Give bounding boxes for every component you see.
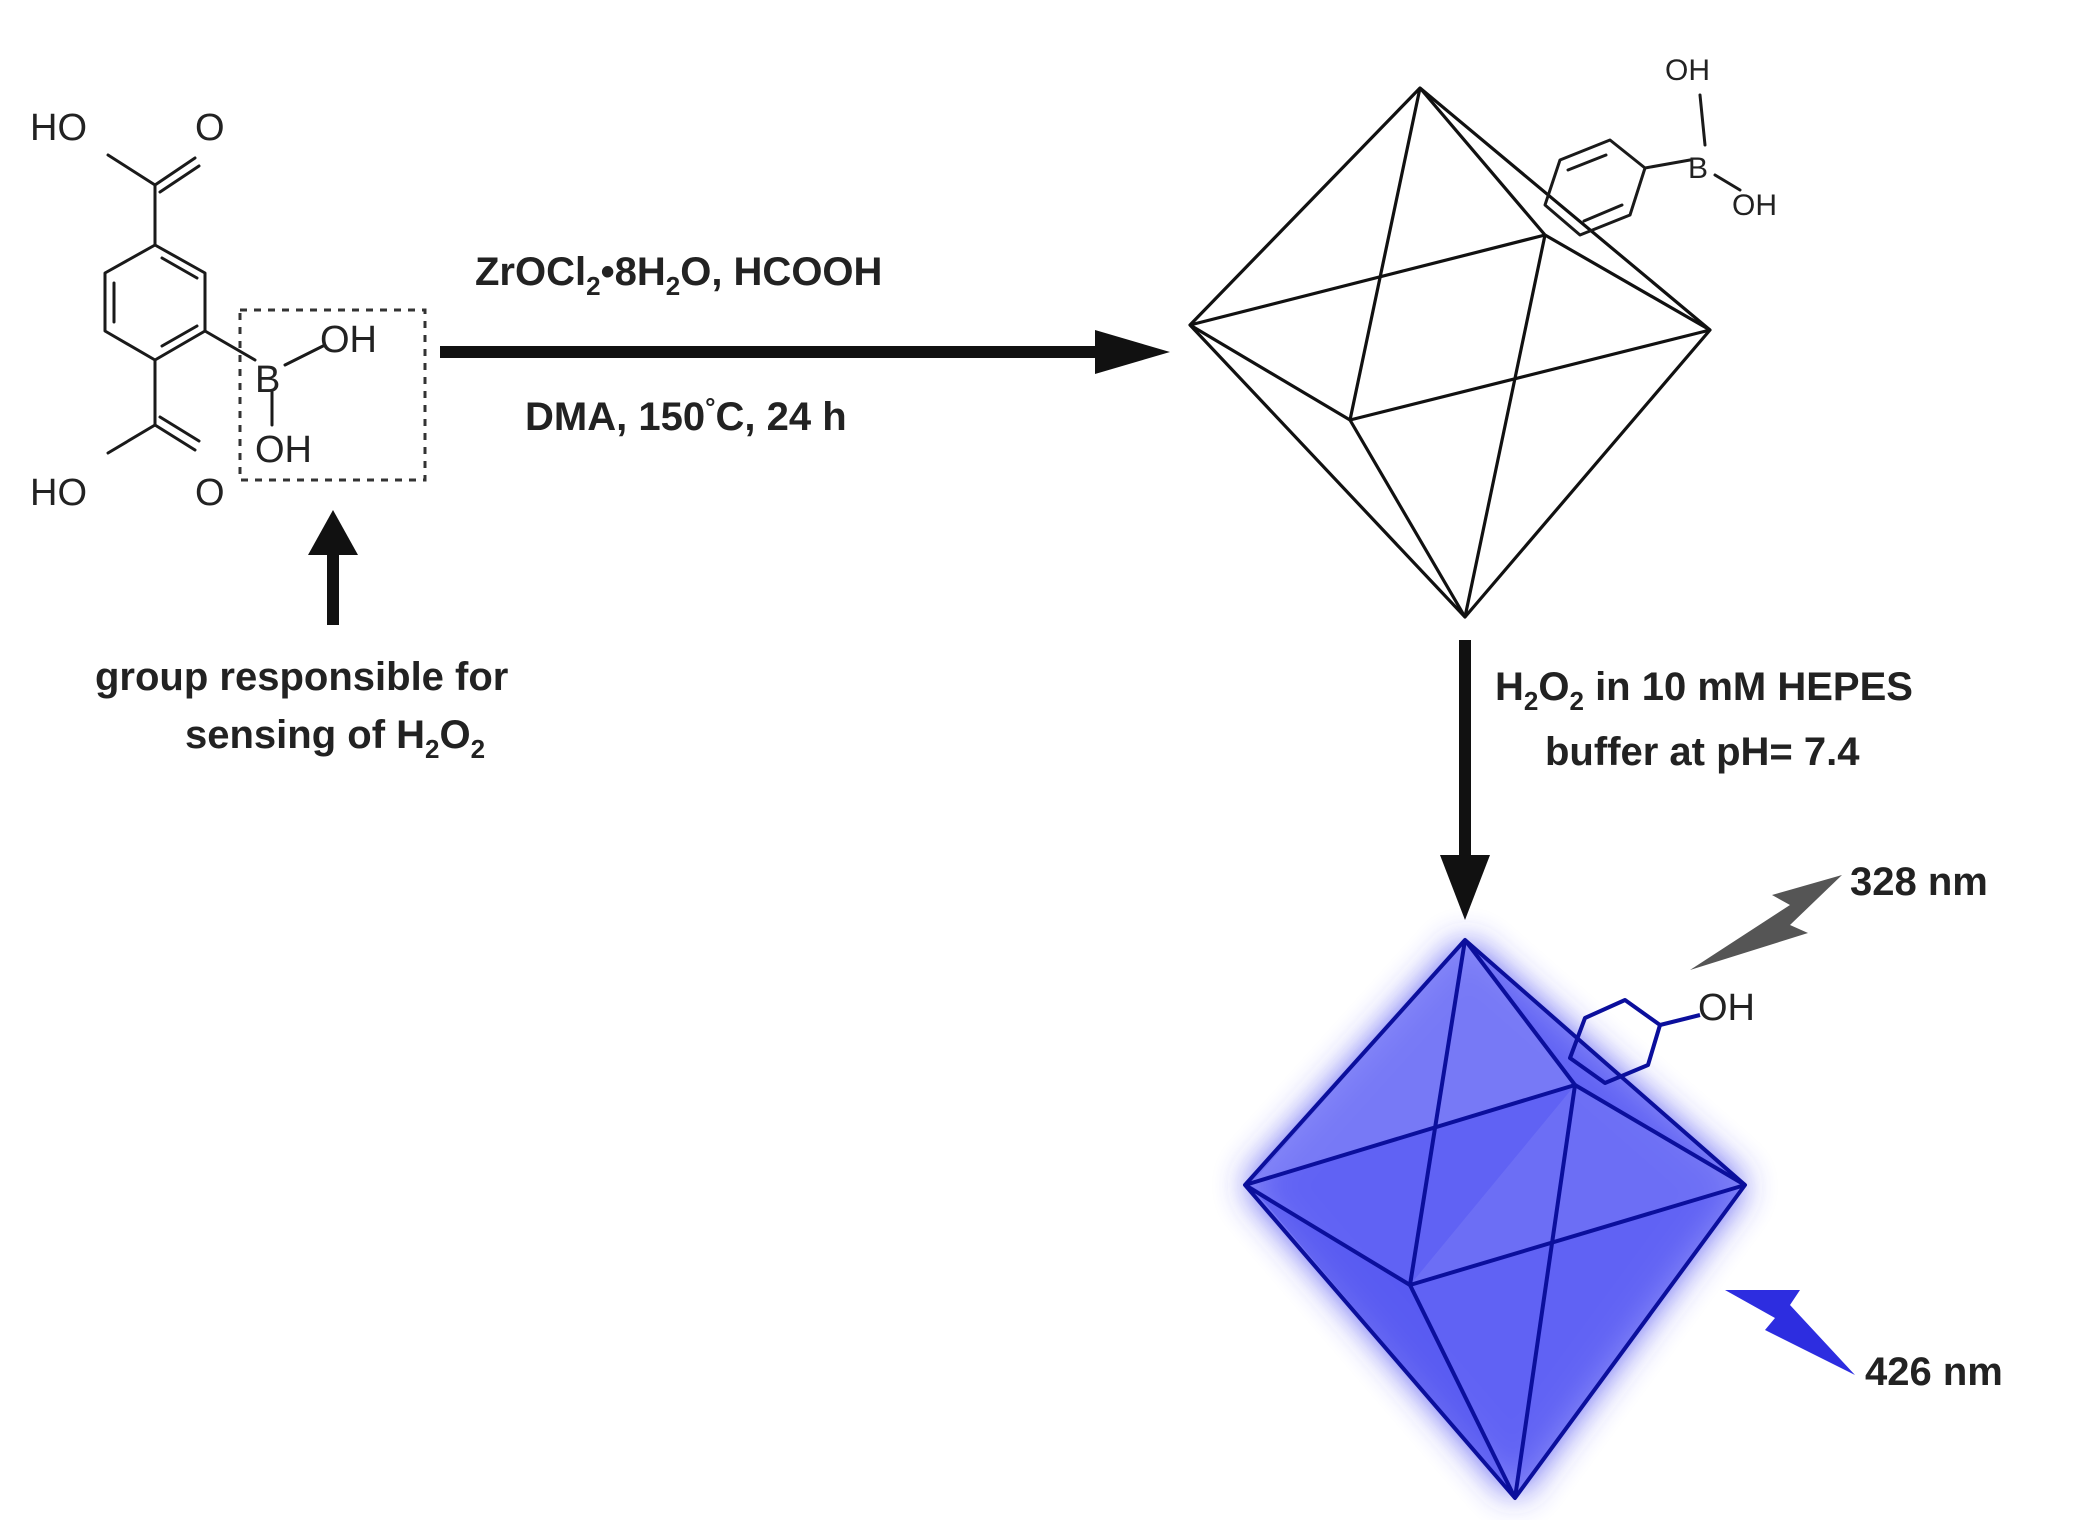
note-line-2: sensing of H2O2 <box>185 713 485 764</box>
emission-bolt-icon <box>1725 1290 1855 1375</box>
mof-bottom-oh: OH <box>1698 987 1755 1029</box>
excitation-wavelength: 328 nm <box>1850 860 1988 904</box>
sensing-condition-line-2: buffer at pH= 7.4 <box>1545 730 1860 774</box>
conditions-line-2: DMA, 150°C, 24 h <box>525 392 847 439</box>
note-line-1: group responsible for <box>95 655 508 699</box>
linker-molecule: HO O B OH OH HO O <box>30 107 427 514</box>
mof-top-b: B <box>1688 152 1708 185</box>
linker-oh-right: OH <box>320 319 377 361</box>
linker-ho-bottom: HO <box>30 472 87 514</box>
sensing-arrow <box>1440 640 1490 920</box>
linker-ho-top: HO <box>30 107 87 149</box>
synthesis-arrow <box>440 330 1170 374</box>
sensing-condition-line-1: H2O2 in 10 mM HEPES <box>1495 665 1913 716</box>
linker-o-bottom: O <box>195 472 225 514</box>
linker-oh-bottom: OH <box>255 429 312 471</box>
highlight-pointer-arrow <box>308 510 358 625</box>
emission-wavelength: 426 nm <box>1865 1350 2003 1394</box>
linker-o-top: O <box>195 107 225 149</box>
conditions-line-1: ZrOCl2•8H2O, HCOOH <box>475 250 882 301</box>
mof-top-oh-1: OH <box>1665 54 1710 87</box>
mof-top-oh-2: OH <box>1732 189 1777 222</box>
boronic-acid-highlight-box <box>238 308 427 482</box>
mof-octahedron-fluorescent: OH <box>1243 938 1755 1500</box>
mof-octahedron-boronic: OH B OH <box>1188 54 1777 619</box>
excitation-bolt-icon <box>1690 875 1842 970</box>
linker-b: B <box>255 359 280 401</box>
